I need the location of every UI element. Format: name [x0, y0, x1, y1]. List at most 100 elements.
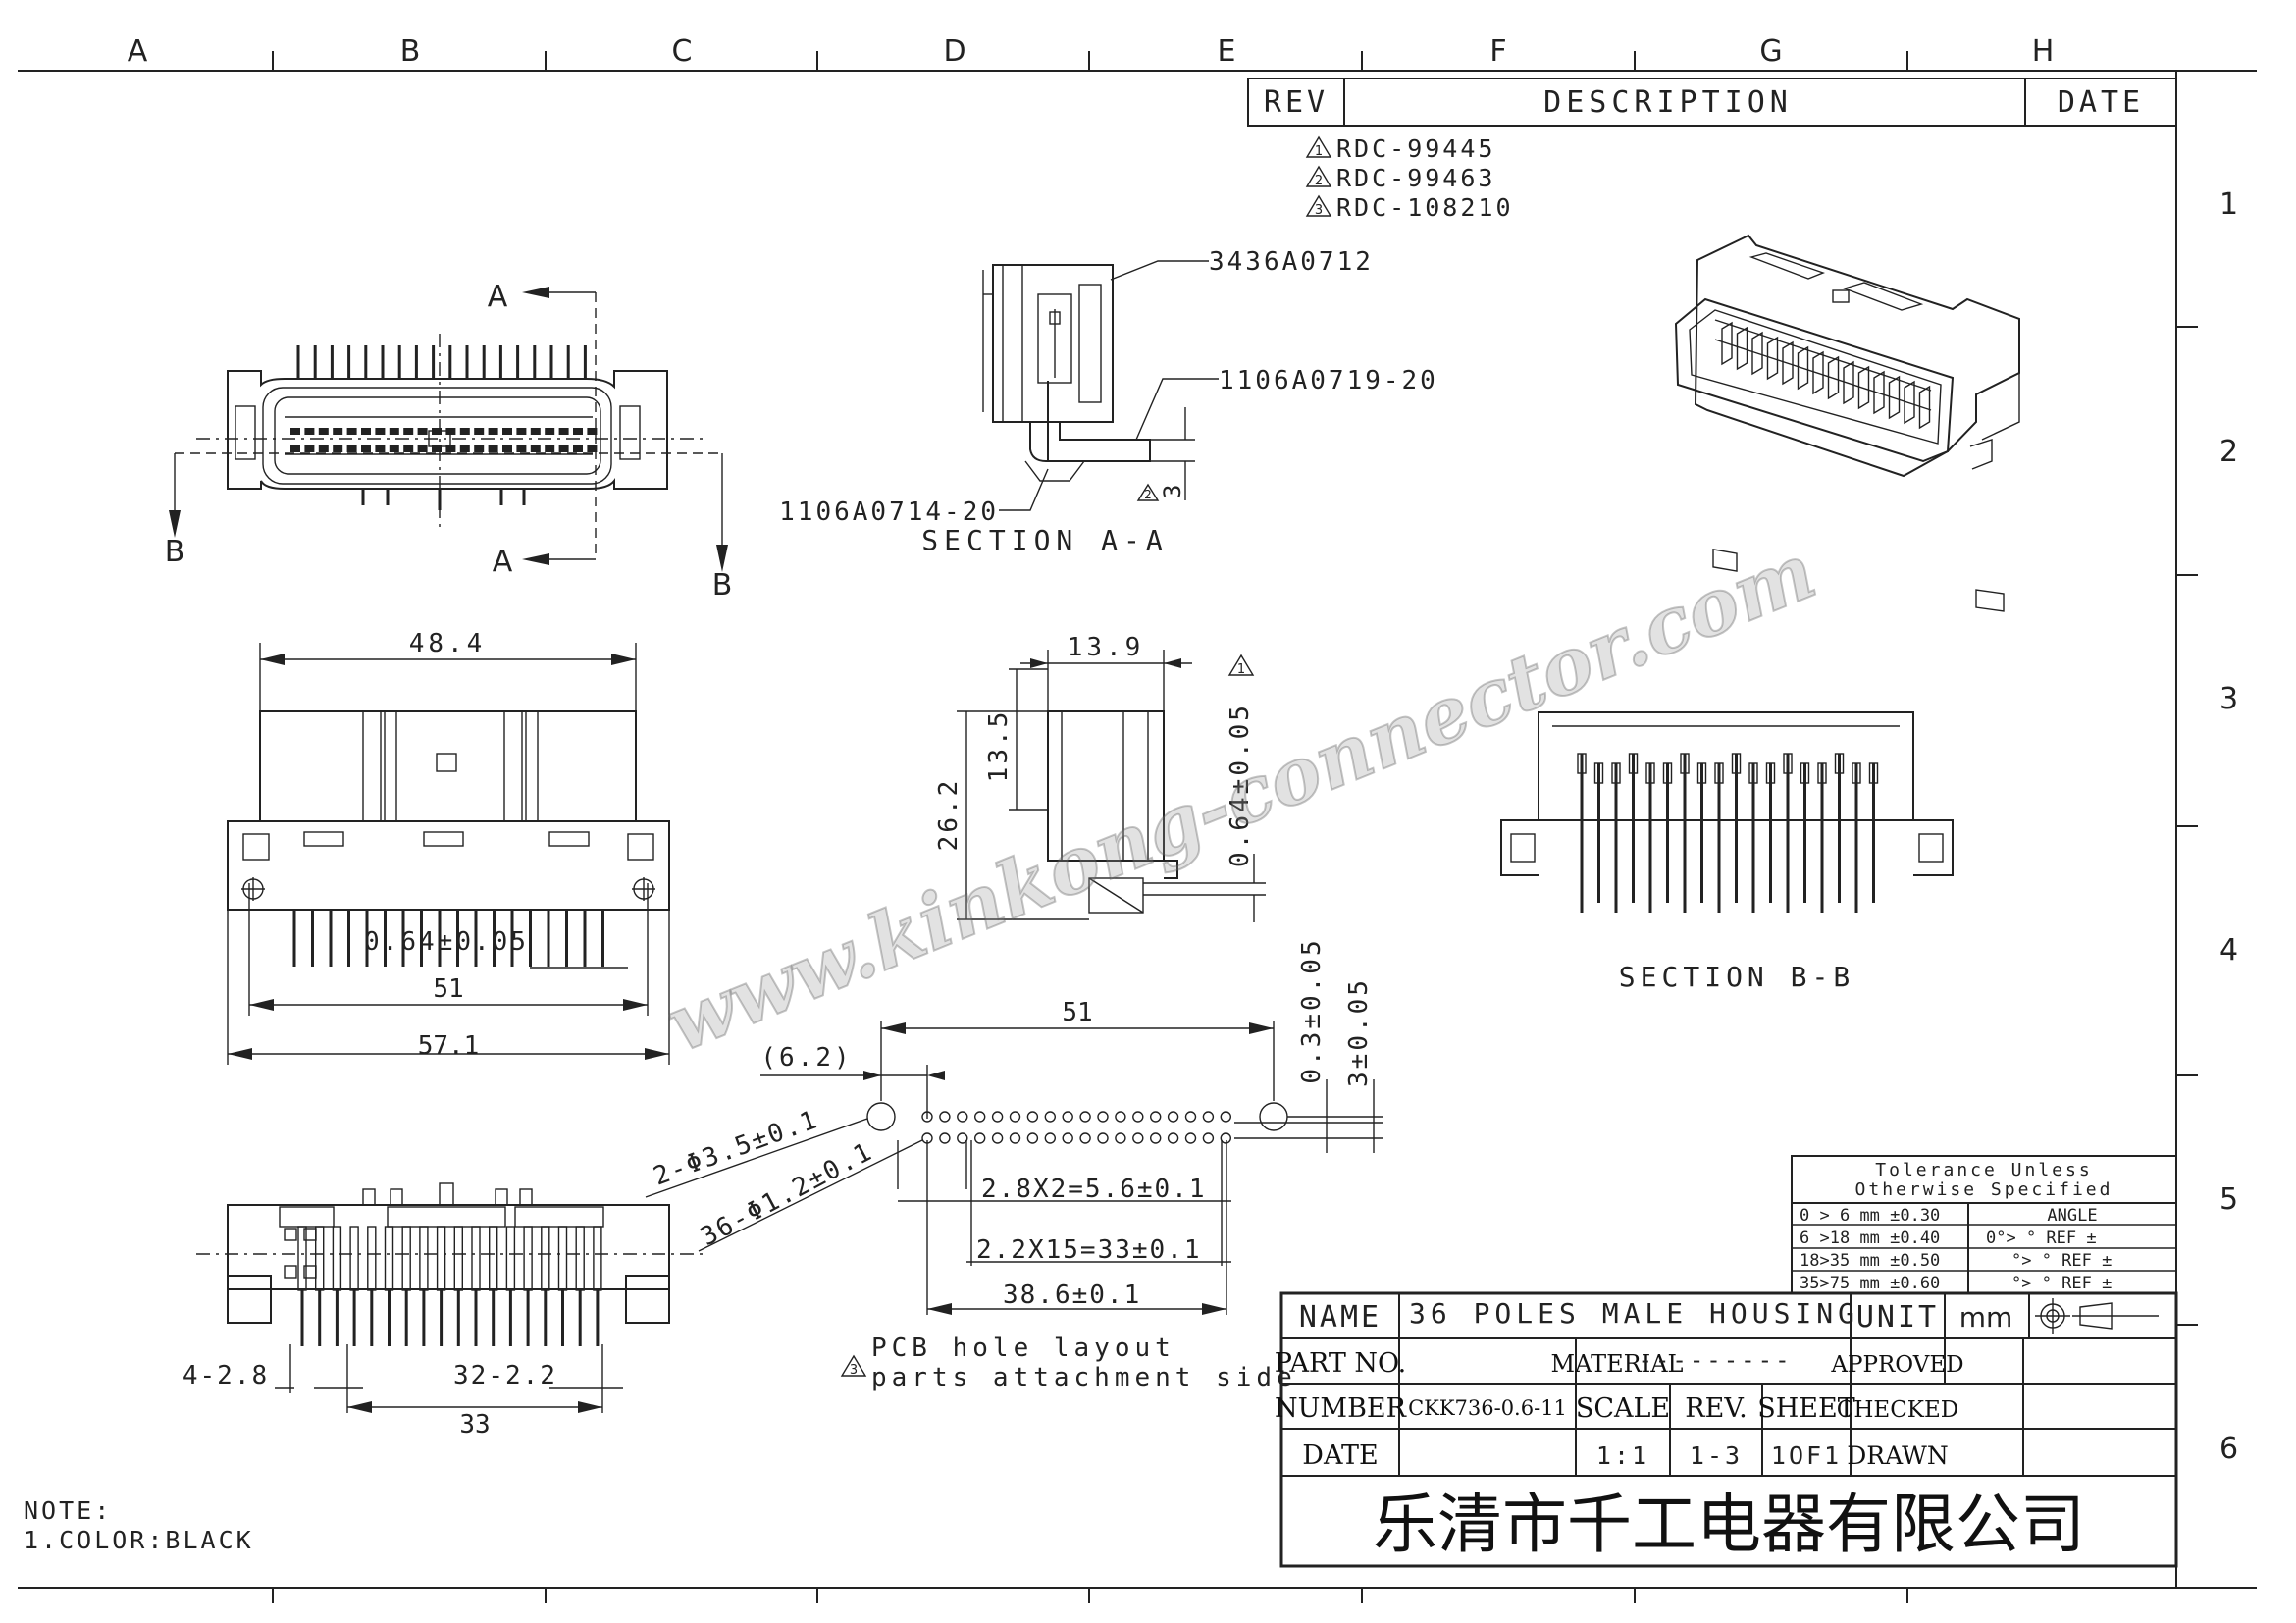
- pcb-hole: [991, 1132, 1004, 1144]
- tolerance-angle-3: °> ° REF ±: [2011, 1251, 2112, 1271]
- bb-pin-head: [1645, 762, 1655, 784]
- bottom-pin-body: [575, 1226, 585, 1291]
- bottom-pin-body: [557, 1226, 568, 1291]
- tolerance-title-2: Otherwise Specified: [1855, 1179, 2113, 1200]
- bb-pin-head: [1662, 762, 1673, 784]
- rev-item-2: 2 RDC-99463: [1305, 164, 1495, 192]
- rev-item-1: 1 RDC-99445: [1305, 134, 1492, 163]
- section-aa-view: 3436A0712 1106A0719-20 1106A0714-20 3 2 …: [779, 247, 1435, 556]
- contact-cavity: [417, 428, 428, 435]
- pcb-hole: [1149, 1132, 1162, 1144]
- description-header: DESCRIPTION: [1543, 85, 1793, 120]
- pcb-dim-3: 3±0.05: [1344, 977, 1374, 1087]
- section-a-label-bottom: A: [493, 545, 513, 579]
- title-block: NAME 36 POLES MALE HOUSING UNIT mm PART …: [1275, 1291, 2178, 1568]
- pcb-hole: [1115, 1111, 1126, 1123]
- contact-cavity: [389, 428, 399, 435]
- pcb-hole: [1202, 1111, 1215, 1123]
- bottom-pin-body: [349, 1226, 359, 1291]
- zone-e: E: [1218, 34, 1236, 69]
- pcb-hole: [974, 1111, 986, 1123]
- bb-pin-head: [1800, 762, 1810, 784]
- section-aa-title: SECTION A-A: [921, 524, 1168, 556]
- contact-cavity: [558, 428, 569, 435]
- contact-cavity: [375, 445, 386, 452]
- pcb-hole: [1009, 1132, 1021, 1144]
- dim-3-label: 3: [1159, 485, 1186, 498]
- pcb-hole: [1062, 1111, 1073, 1123]
- dim-4-2-8: 4-2.8: [183, 1361, 269, 1390]
- dim-57-1: 57.1: [418, 1031, 480, 1061]
- rev-item-3: 3 RDC-108210: [1305, 193, 1511, 222]
- pcb-hole: [1220, 1111, 1232, 1123]
- number-value: CKK736-0.6-11: [1408, 1396, 1567, 1420]
- tolerance-angle-4: °> ° REF ±: [2011, 1274, 2112, 1293]
- iso-contact: [1782, 340, 1794, 386]
- iso-contact: [1888, 375, 1901, 420]
- name-value: 36 POLES MALE HOUSING: [1409, 1297, 1859, 1330]
- contact-cavity: [318, 445, 329, 452]
- contact-cavity: [375, 428, 386, 435]
- zone-b: B: [400, 34, 421, 69]
- iso-contact: [1873, 370, 1885, 415]
- material-value: ---------: [1638, 1346, 1792, 1374]
- approved-label: APPROVED: [1830, 1352, 1963, 1378]
- date-label: DATE: [1302, 1440, 1378, 1471]
- contact-cavity: [474, 445, 485, 452]
- pcb-hole: [1044, 1132, 1057, 1144]
- dim-pitch: 0.64±0.05: [364, 927, 529, 957]
- contact-cavity: [502, 428, 512, 435]
- bb-pin-head: [1852, 762, 1861, 784]
- contact-cavity: [445, 445, 456, 452]
- pcb-dim-2-8: 2.8X2=5.6±0.1: [981, 1175, 1207, 1204]
- contact-cavity: [290, 445, 300, 452]
- iso-latch: [1748, 252, 1826, 280]
- rev-value: 1-3: [1690, 1441, 1743, 1470]
- notes: NOTE: 1.COLOR:BLACK: [24, 1496, 254, 1554]
- part-pin-b-label: 1106A0714-20: [779, 497, 999, 527]
- pcb-hole: [974, 1132, 986, 1144]
- zone-labels-side: 1 2 3 4 5 6: [2219, 187, 2238, 1466]
- dim-48-4: 48.4: [409, 629, 487, 658]
- zone-3: 3: [2219, 682, 2238, 716]
- contact-cavity: [530, 445, 541, 452]
- pcb-hole: [1132, 1132, 1144, 1144]
- notes-item-1: 1.COLOR:BLACK: [24, 1526, 254, 1554]
- contact-cavity: [545, 428, 555, 435]
- tolerance-range-3: 18>35 mm ±0.50: [1800, 1251, 1940, 1271]
- iso-contact: [1857, 365, 1870, 410]
- pcb-hole: [1167, 1132, 1179, 1144]
- revision-table: REV DESCRIPTION DATE 1 RDC-99445 2 RDC-9…: [1247, 78, 2177, 222]
- contact-cavity: [403, 445, 414, 452]
- bottom-pin-body: [436, 1226, 446, 1291]
- side-view: 13.9 13.5 26.2 0.64±0.05 1: [934, 633, 1266, 922]
- contact-cavity: [488, 445, 498, 452]
- dim-32-2-2: 32-2.2: [453, 1361, 557, 1390]
- bb-pin-head: [1817, 762, 1827, 784]
- bottom-pin-body: [332, 1226, 342, 1291]
- pcb-hole: [1026, 1111, 1039, 1123]
- pcb-hole: [939, 1111, 951, 1123]
- contact-cavity: [389, 445, 399, 452]
- pcb-hole: [1026, 1132, 1039, 1144]
- date-header: DATE: [2058, 85, 2144, 120]
- bottom-view: 4-2.8 32-2.2 33: [183, 1182, 706, 1440]
- projection-symbol-icon: [2035, 1298, 2159, 1334]
- partno-label: PART NO.: [1275, 1348, 1406, 1379]
- contact-cavity: [516, 428, 527, 435]
- dim-26-2: 26.2: [934, 778, 964, 852]
- contact-cavity: [502, 445, 512, 452]
- bottom-pin-body: [505, 1226, 516, 1291]
- top-view-pins: [292, 910, 604, 967]
- zone-labels-top: A B C D E F G H: [128, 34, 2055, 69]
- drawn-label: DRAWN: [1847, 1441, 1948, 1470]
- rev-item-2-text: RDC-99463: [1336, 164, 1495, 192]
- svg-text:1: 1: [1315, 144, 1323, 159]
- bb-pin-head: [1748, 762, 1758, 784]
- isometric-view-ribs: [1721, 252, 1931, 430]
- contact-cavity: [361, 445, 371, 452]
- zone-d: D: [943, 34, 965, 69]
- notes-title: NOTE:: [24, 1496, 112, 1525]
- iso-contact: [1766, 336, 1779, 381]
- bb-pin-head: [1714, 762, 1724, 784]
